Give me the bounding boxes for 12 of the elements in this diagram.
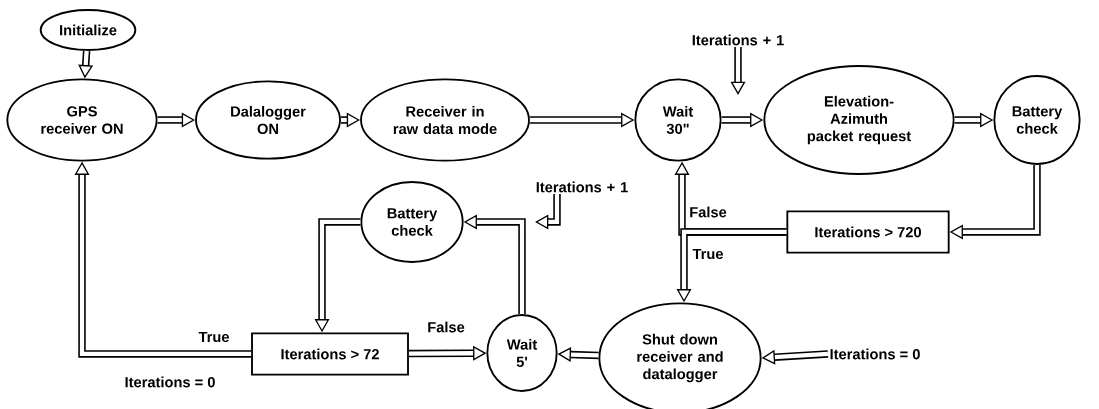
decision-box: Iterations > 720 xyxy=(786,210,950,254)
edge-label: False xyxy=(425,320,467,334)
note-text: Iterations + 1 xyxy=(536,181,628,193)
edge-label: False xyxy=(687,205,729,219)
note-text: Iterations + 1 xyxy=(692,34,784,46)
note-text: Iterations = 0 xyxy=(125,376,215,388)
arrow xyxy=(535,194,561,230)
decision-box: Iterations > 72 xyxy=(251,332,409,376)
edge-label: True xyxy=(197,330,231,344)
edge-label: True xyxy=(691,247,725,261)
note-text: Iterations = 0 xyxy=(830,348,920,360)
arrow xyxy=(730,47,746,95)
